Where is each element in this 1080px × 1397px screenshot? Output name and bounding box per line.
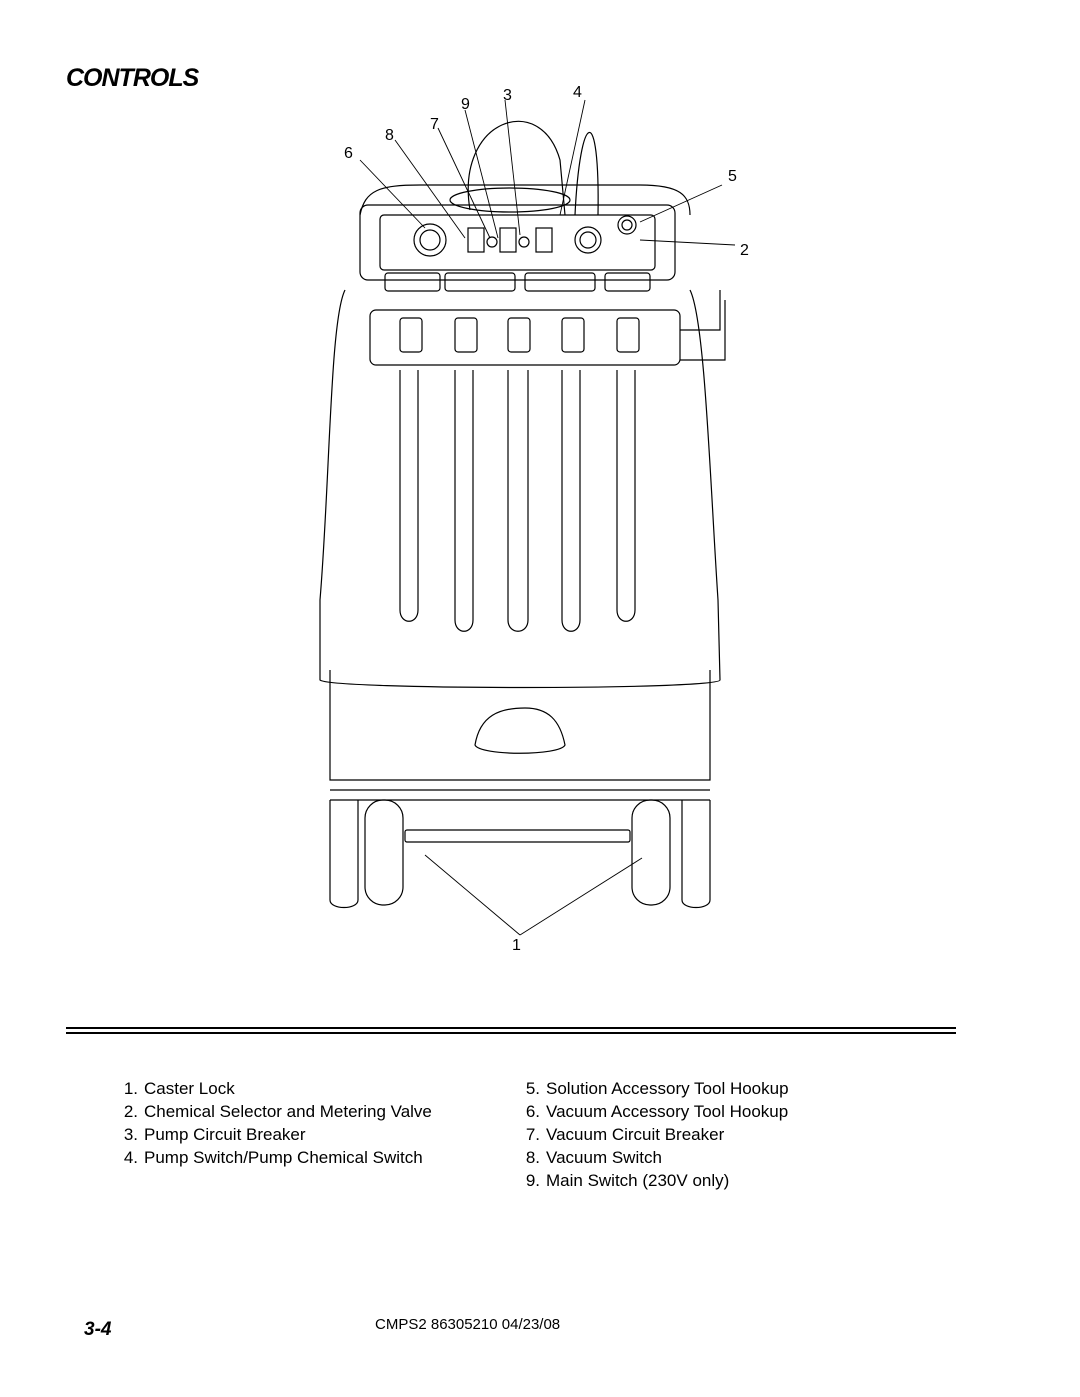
- callout-4: 4: [573, 84, 582, 101]
- hose-loop-left: [467, 120, 566, 216]
- vacuum-hookup: [413, 223, 447, 257]
- page-number: 3-4: [84, 1319, 112, 1340]
- callout-1: 1: [512, 937, 521, 954]
- side-handle: [680, 290, 726, 361]
- control-panel: [379, 214, 656, 271]
- legend-item: 3.Pump Circuit Breaker: [123, 1125, 306, 1144]
- grooves: [399, 370, 636, 632]
- callout-8: 8: [385, 127, 394, 144]
- legend-item: 5.Solution Accessory Tool Hookup: [525, 1079, 789, 1098]
- callout-9: 9: [461, 96, 470, 113]
- callout-7: 7: [430, 116, 439, 133]
- handle-recess: [474, 707, 566, 754]
- legend-item: 6.Vacuum Accessory Tool Hookup: [525, 1102, 789, 1121]
- machine-diagram: 1 2 3 4 5 6 7 8 9: [319, 84, 749, 954]
- callout-3: 3: [503, 87, 512, 104]
- page-title: CONTROLS: [66, 64, 199, 92]
- bottle-rack: [369, 309, 681, 366]
- legend-item: 8.Vacuum Switch: [525, 1148, 662, 1167]
- wheel-left: [364, 799, 404, 906]
- divider-rule: [66, 1027, 956, 1029]
- divider-rule: [66, 1032, 956, 1034]
- callout-2: 2: [740, 242, 749, 259]
- legend-item: 2.Chemical Selector and Metering Valve: [123, 1102, 432, 1121]
- legend-left: 1.Caster Lock 2.Chemical Selector and Me…: [118, 1077, 432, 1169]
- legend-item: 4.Pump Switch/Pump Chemical Switch: [123, 1148, 423, 1167]
- main-body: [319, 289, 721, 689]
- selector-knob: [574, 226, 602, 254]
- switch-3: [535, 227, 553, 253]
- document-reference: CMPS2 86305210 04/23/08: [375, 1316, 561, 1333]
- hose-loop-right: [574, 131, 599, 216]
- switch-1: [467, 227, 485, 253]
- top-cover: [359, 184, 691, 216]
- wheel-right: [631, 799, 671, 906]
- legend-item: 1.Caster Lock: [123, 1079, 235, 1098]
- solution-hookup: [617, 215, 637, 235]
- legend-right: 5.Solution Accessory Tool Hookup 6.Vacuu…: [494, 1077, 789, 1192]
- callout-6: 6: [344, 145, 353, 162]
- switch-2: [499, 227, 517, 253]
- legend-item: 7.Vacuum Circuit Breaker: [525, 1125, 725, 1144]
- legend-item: 9.Main Switch (230V only): [525, 1171, 730, 1190]
- callout-5: 5: [728, 168, 737, 185]
